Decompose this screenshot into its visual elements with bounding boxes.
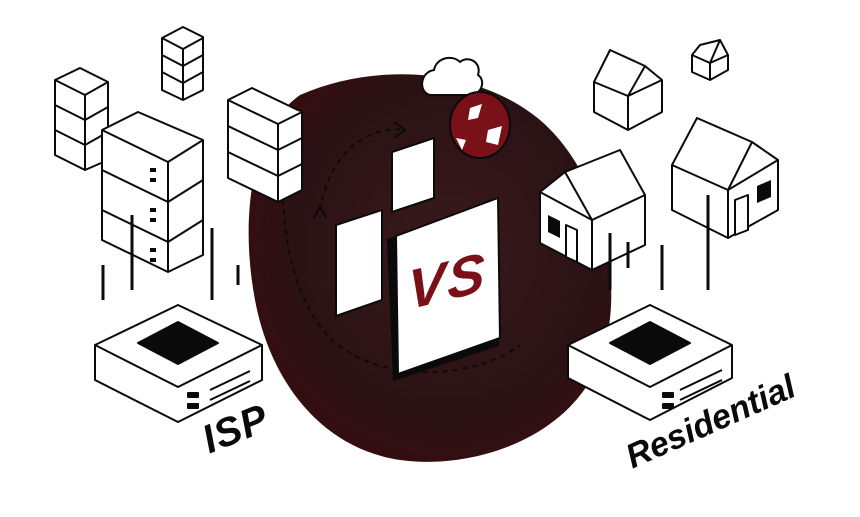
residential-router-icon	[567, 304, 733, 421]
house-icon	[539, 39, 779, 271]
server-status-leds	[150, 168, 156, 262]
isp-router-icon	[94, 304, 263, 423]
globe-icon	[449, 91, 511, 159]
house-windows	[548, 180, 771, 238]
cloud-icon	[421, 56, 484, 96]
server-stack-icon	[54, 26, 303, 273]
vs-card-icon	[335, 136, 502, 382]
